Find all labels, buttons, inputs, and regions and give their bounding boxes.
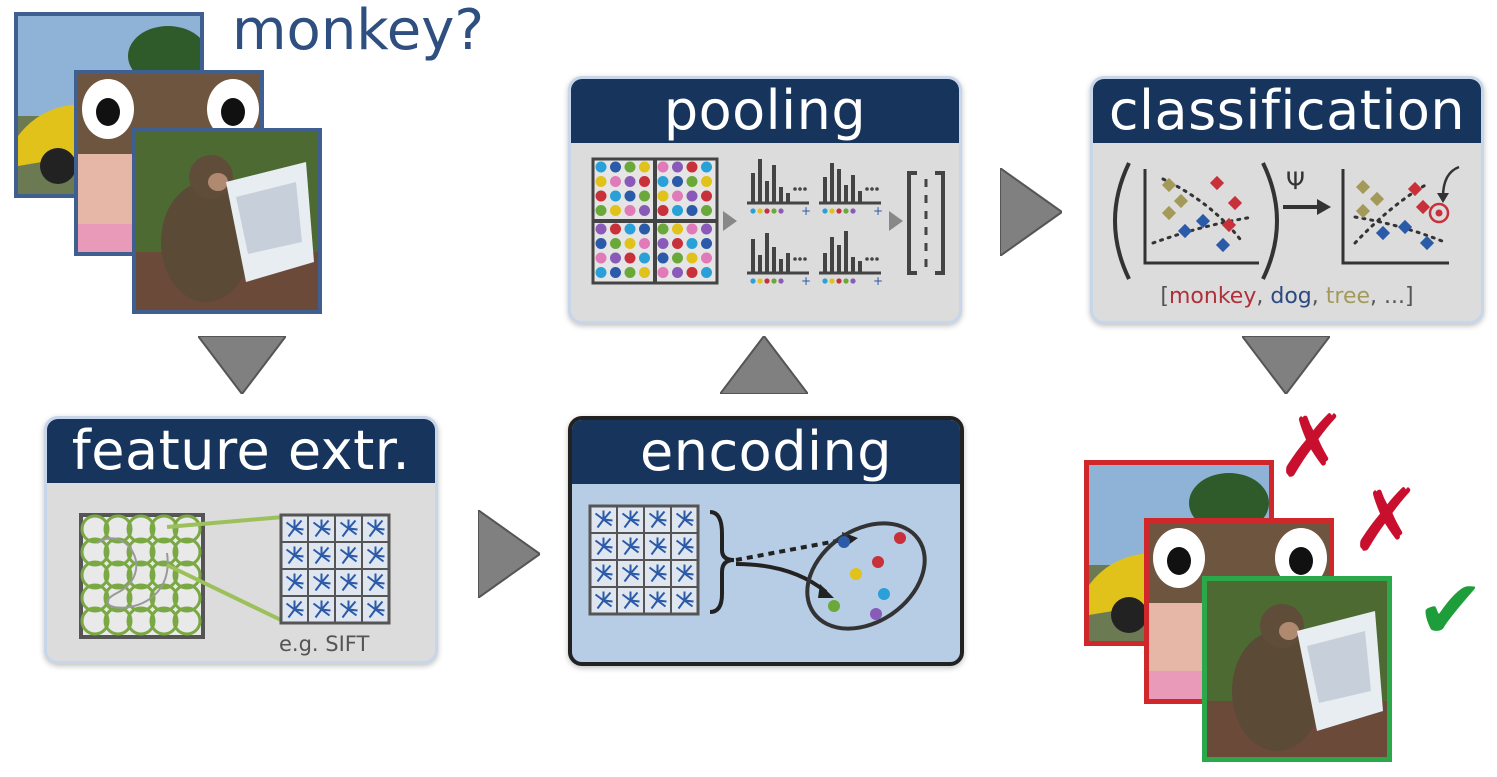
pooling-illustration: + + + + xyxy=(591,157,945,288)
wrong-mark-car: ✗ xyxy=(1276,397,1349,497)
svg-text:+: + xyxy=(801,204,811,218)
wrong-mark-baby: ✗ xyxy=(1350,471,1423,571)
label-tree: tree xyxy=(1326,284,1370,309)
svg-text:+: + xyxy=(801,274,811,288)
encoding-illustration xyxy=(588,504,927,631)
arrow-up-encoding-to-pooling xyxy=(720,336,808,394)
arrow-down-left xyxy=(198,336,286,394)
svg-text:+: + xyxy=(873,204,883,218)
svg-text:+: + xyxy=(873,274,883,288)
classification-illustration: Ψ [monkey, dog, tree, ...] xyxy=(1113,162,1460,309)
question-text: monkey? xyxy=(232,0,485,63)
sift-note: e.g. SIFT xyxy=(279,632,370,656)
label-dog: dog xyxy=(1270,284,1311,309)
arrow-down-classification xyxy=(1242,336,1330,394)
feature-extraction-illustration: e.g. SIFT xyxy=(79,513,391,656)
encoding-stage: encoding xyxy=(568,416,964,666)
pooling-stage: pooling + + + + xyxy=(568,76,962,324)
pooling-title: pooling xyxy=(571,79,959,143)
arrow-right-feature-to-encoding xyxy=(478,510,540,598)
classification-title: classification xyxy=(1093,79,1481,143)
psi-symbol: Ψ xyxy=(1286,167,1305,195)
encoding-title: encoding xyxy=(572,420,960,484)
arrow-right-pooling-to-classification xyxy=(1000,168,1062,256)
classification-stage: classification Ψ [monkey, dog, tree, ...… xyxy=(1090,76,1484,324)
right-mark-monkey: ✔ xyxy=(1416,563,1485,658)
input-image-monkey xyxy=(132,128,322,314)
label-monkey: monkey xyxy=(1169,284,1256,309)
result-image-monkey xyxy=(1202,576,1392,762)
class-labels: [monkey, dog, tree, ...] xyxy=(1160,284,1413,309)
feature-extraction-title: feature extr. xyxy=(47,419,435,483)
feature-extraction-stage: feature extr. e.g. SIFT xyxy=(44,416,438,664)
